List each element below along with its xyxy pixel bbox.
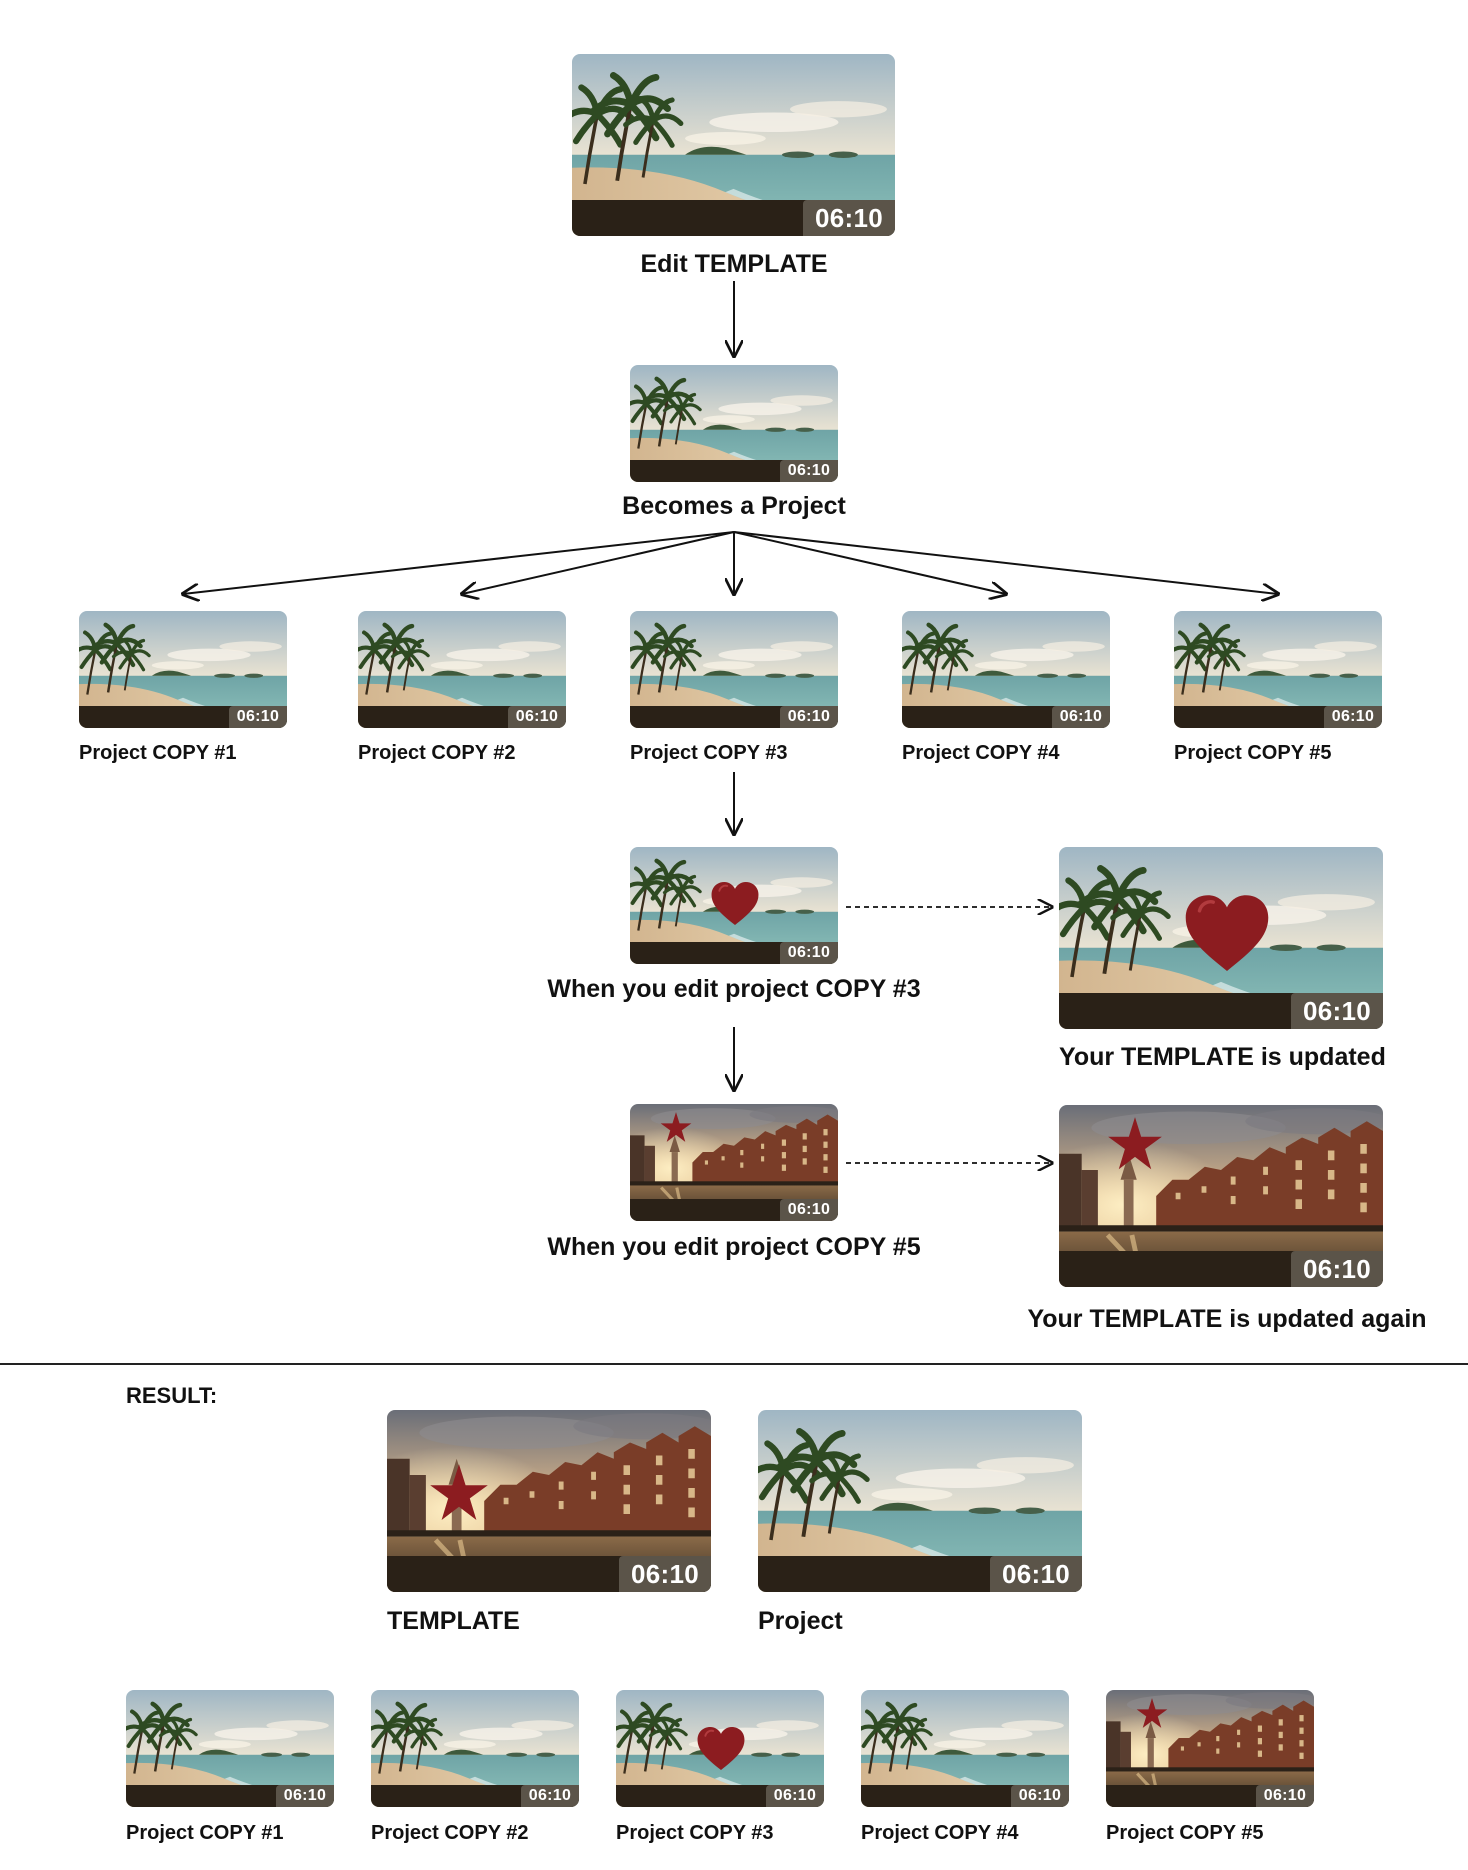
result-copy-5-label: Project COPY #5 [1106,1822,1264,1844]
duration-badge: 06:10 [229,706,287,728]
result-copy-5-thumbnail[interactable]: 06:10 [1106,1690,1314,1807]
edit-copy-3-thumbnail[interactable]: 06:10 [630,847,838,964]
duration-badge: 06:10 [780,706,838,728]
star-icon [1107,1117,1163,1171]
duration-badge: 06:10 [780,942,838,964]
template-updated-label: Your TEMPLATE is updated [1059,1043,1386,1071]
result-project-label: Project [758,1607,843,1635]
becomes-project-label: Becomes a Project [622,492,846,520]
heart-icon [696,1727,746,1771]
duration-badge: 06:10 [1324,706,1382,728]
duration-badge: 06:10 [276,1785,334,1807]
result-template-label: TEMPLATE [387,1607,520,1635]
result-heading: RESULT: [126,1383,218,1408]
duration-badge: 06:10 [521,1785,579,1807]
duration-badge: 06:10 [1256,1785,1314,1807]
updated-again-template-thumbnail[interactable]: 06:10 [1059,1105,1383,1287]
copy-1-thumbnail[interactable]: 06:10 [79,611,287,728]
result-copy-2-thumbnail[interactable]: 06:10 [371,1690,579,1807]
edit-copy-3-label: When you edit project COPY #3 [547,975,921,1003]
copy-3-label: Project COPY #3 [630,742,788,764]
duration-badge: 06:10 [990,1556,1082,1592]
duration-badge: 06:10 [766,1785,824,1807]
duration-badge: 06:10 [780,460,838,482]
heart-icon [710,882,760,926]
copy-5-thumbnail[interactable]: 06:10 [1174,611,1382,728]
duration-badge: 06:10 [1291,993,1383,1029]
duration-badge: 06:10 [1291,1251,1383,1287]
copy-2-thumbnail[interactable]: 06:10 [358,611,566,728]
arrow-project-to-copy-1 [183,531,735,594]
copy-5-label: Project COPY #5 [1174,742,1332,764]
result-copy-3-label: Project COPY #3 [616,1822,774,1844]
edit-copy-5-thumbnail[interactable]: 06:10 [630,1104,838,1221]
copy-2-label: Project COPY #2 [358,742,516,764]
edit-template-label: Edit TEMPLATE [640,250,828,278]
result-copy-4-label: Project COPY #4 [861,1822,1019,1844]
result-copy-1-thumbnail[interactable]: 06:10 [126,1690,334,1807]
copy-3-thumbnail[interactable]: 06:10 [630,611,838,728]
star-icon [660,1112,692,1143]
copy-4-thumbnail[interactable]: 06:10 [902,611,1110,728]
project-thumbnail[interactable]: 06:10 [630,365,838,482]
copy-4-label: Project COPY #4 [902,742,1060,764]
arrow-project-to-copy-5 [733,531,1278,594]
section-divider [0,1363,1468,1365]
template-updated-again-label: Your TEMPLATE is updated again [1027,1305,1427,1333]
duration-badge: 06:10 [1011,1785,1069,1807]
template-thumbnail[interactable]: 06:10 [572,54,895,236]
result-copy-3-thumbnail[interactable]: 06:10 [616,1690,824,1807]
result-copy-2-label: Project COPY #2 [371,1822,529,1844]
duration-badge: 06:10 [803,200,895,236]
duration-badge: 06:10 [780,1199,838,1221]
duration-badge: 06:10 [1052,706,1110,728]
result-copy-1-label: Project COPY #1 [126,1822,284,1844]
star-icon [1136,1698,1168,1729]
arrow-project-to-copy-2 [462,531,735,594]
star-icon [429,1464,489,1522]
copy-1-label: Project COPY #1 [79,742,237,764]
duration-badge: 06:10 [619,1556,711,1592]
updated-template-thumbnail[interactable]: 06:10 [1059,847,1383,1029]
edit-copy-5-label: When you edit project COPY #5 [547,1233,921,1261]
arrow-project-to-copy-4 [733,531,1006,594]
result-template-thumbnail[interactable]: 06:10 [387,1410,711,1592]
result-project-thumbnail[interactable]: 06:10 [758,1410,1082,1592]
heart-icon [1184,895,1270,973]
duration-badge: 06:10 [508,706,566,728]
result-copy-4-thumbnail[interactable]: 06:10 [861,1690,1069,1807]
